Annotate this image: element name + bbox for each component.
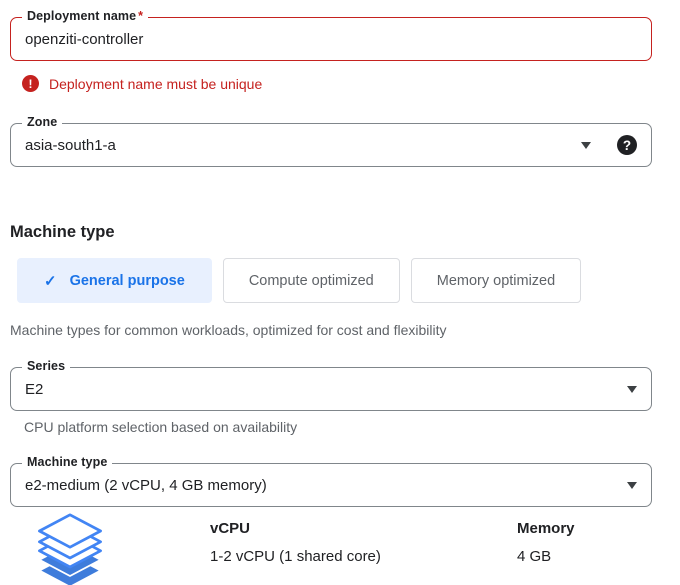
zone-value: asia-south1-a: [25, 136, 116, 154]
series-helper-text: CPU platform selection based on availabi…: [24, 419, 298, 435]
spec-header-memory: Memory: [517, 520, 575, 537]
deployment-name-error: ! Deployment name must be unique: [22, 75, 680, 92]
help-icon[interactable]: ?: [617, 135, 637, 155]
series-label: Series: [22, 359, 71, 373]
tab-label: Memory optimized: [436, 272, 556, 289]
error-message-text: Deployment name must be unique: [49, 75, 263, 92]
deployment-name-field[interactable]: Deployment name*: [10, 9, 652, 61]
dropdown-arrow-icon: [581, 141, 591, 149]
required-asterisk: *: [138, 9, 144, 23]
tab-label: General purpose: [69, 272, 185, 289]
dropdown-arrow-icon: [627, 385, 637, 393]
machine-type-select[interactable]: Machine type e2-medium (2 vCPU, 4 GB mem…: [10, 455, 652, 507]
tab-compute-optimized[interactable]: Compute optimized: [222, 258, 400, 303]
machine-type-tabs: ✓ General purpose Compute optimized Memo…: [17, 258, 680, 303]
machine-type-description: Machine types for common workloads, opti…: [10, 322, 447, 338]
dropdown-arrow-icon: [627, 481, 637, 489]
spec-column-vcpu: vCPU 1-2 vCPU (1 shared core): [210, 513, 517, 565]
zone-select[interactable]: Zone asia-south1-a ?: [10, 115, 652, 167]
zone-label: Zone: [22, 115, 63, 129]
series-value: E2: [25, 380, 44, 398]
spec-value-vcpu: 1-2 vCPU (1 shared core): [210, 548, 381, 565]
spec-header-vcpu: vCPU: [210, 520, 251, 537]
spec-column-memory: Memory 4 GB: [517, 513, 575, 565]
machine-type-value: e2-medium (2 vCPU, 4 GB memory): [25, 476, 267, 494]
deployment-config-form: Deployment name* ! Deployment name must …: [0, 9, 680, 585]
e2-series-layers-icon: [38, 513, 102, 585]
deployment-name-label: Deployment name*: [22, 9, 149, 23]
machine-specs: vCPU 1-2 vCPU (1 shared core) Memory 4 G…: [35, 513, 680, 585]
error-icon: !: [22, 75, 39, 92]
tab-memory-optimized[interactable]: Memory optimized: [410, 258, 582, 303]
deployment-name-input[interactable]: [25, 30, 637, 48]
machine-type-label: Machine type: [22, 455, 113, 469]
deployment-name-label-text: Deployment name: [27, 9, 137, 23]
tab-general-purpose[interactable]: ✓ General purpose: [17, 258, 212, 303]
machine-type-heading: Machine type: [10, 223, 115, 241]
check-icon: ✓: [44, 272, 57, 290]
series-select[interactable]: Series E2: [10, 359, 652, 411]
spec-value-memory: 4 GB: [517, 548, 552, 565]
tab-label: Compute optimized: [248, 272, 374, 289]
